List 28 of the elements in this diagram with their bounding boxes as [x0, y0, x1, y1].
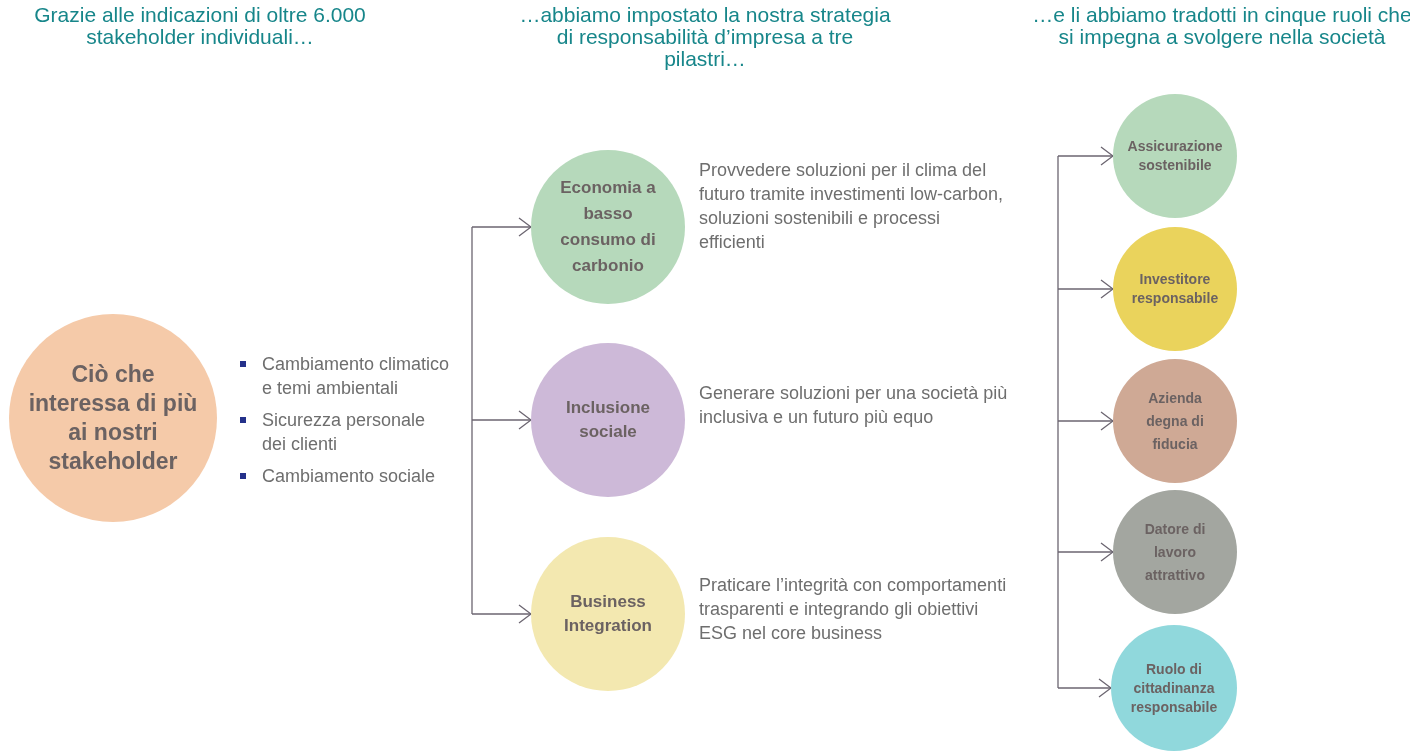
- circle-label: Azienda degna di fiducia: [1145, 388, 1205, 454]
- circle-label: Business Integration: [563, 591, 653, 637]
- description-text: Praticare l’integrità con comportamenti trasparenti e integrando gli obiettivi ESG nel core business: [699, 574, 1008, 645]
- arrow: [1057, 146, 1114, 166]
- bullet-item: Sicurezza personale dei clienti: [240, 408, 450, 456]
- circle-label: Assicurazione sostenibile: [1126, 137, 1224, 175]
- description-text: Provvedere soluzioni per il clima del futuro tramite investimenti low-carbon, soluzioni sostenibili e processi efficienti: [699, 159, 1005, 254]
- bullet-item: Cambiamento sociale: [240, 464, 450, 488]
- arrow: [1057, 279, 1114, 299]
- column-heading: …abbiamo impostato la nostra strategia di responsabilità d’impresa a tre pilastri…: [518, 4, 892, 70]
- column-heading: …e li abbiamo tradotti in cinque ruoli che si impegna a svolgere nella società: [1032, 4, 1410, 48]
- arrow: [1057, 542, 1114, 562]
- arrow: [1057, 678, 1112, 698]
- arrow: [471, 410, 532, 430]
- circle-label: Economia a basso consumo di carbonio: [559, 177, 657, 277]
- circle-label: Ciò che interessa di più ai nostri stakeholder: [27, 360, 199, 476]
- bracket-line: [471, 226, 473, 615]
- arrow: [1057, 411, 1114, 431]
- column-heading: Grazie alle indicazioni di oltre 6.000 stakeholder individuali…: [33, 4, 367, 48]
- circle-label: Inclusione sociale: [564, 397, 652, 443]
- bullet-item: Cambiamento climatico e temi ambientali: [240, 352, 450, 400]
- arrow: [471, 217, 532, 237]
- arrow: [471, 604, 532, 624]
- circle-label: Investitore responsabile: [1130, 270, 1220, 308]
- bracket-line: [1057, 155, 1059, 689]
- description-text: Generare soluzioni per una società più inclusiva e un futuro più equo: [699, 382, 1009, 429]
- circle-label: Ruolo di cittadinanza responsabile: [1129, 659, 1219, 717]
- circle-label: Datore di lavoro attrattivo: [1143, 519, 1207, 585]
